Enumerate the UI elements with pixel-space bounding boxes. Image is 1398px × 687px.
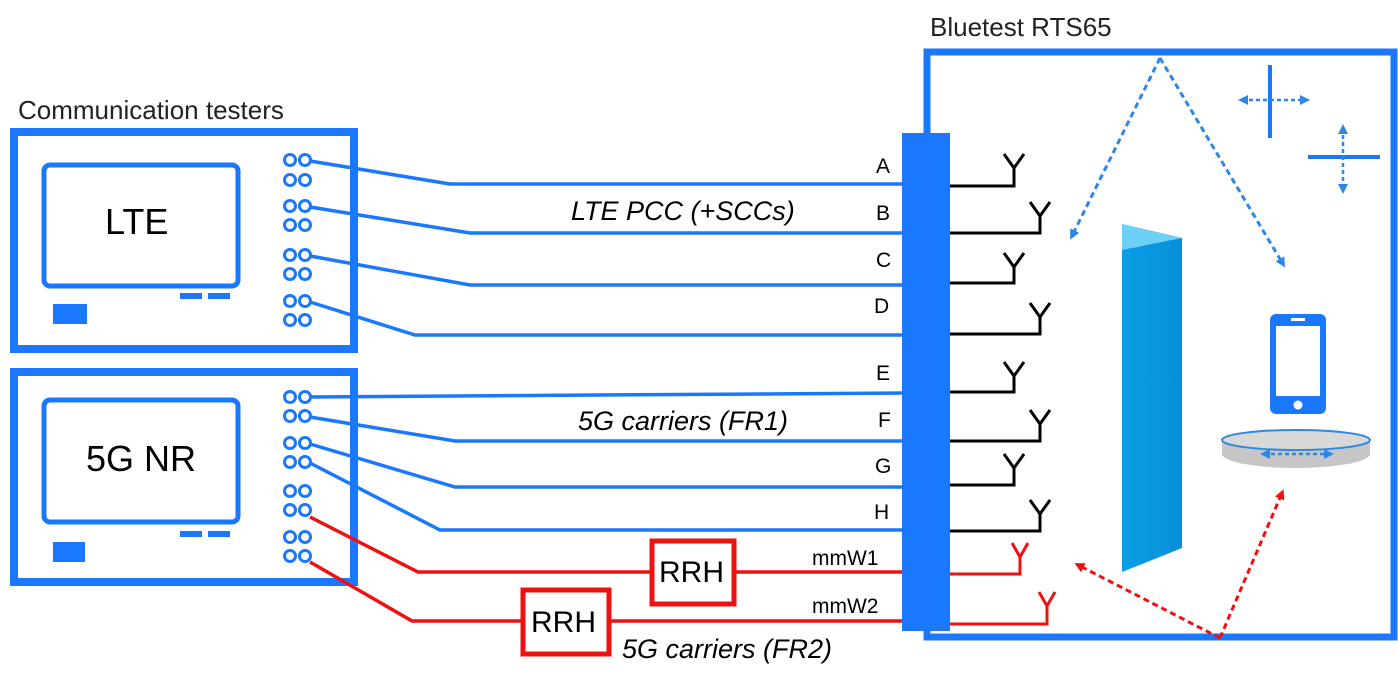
- port-label-g: G: [875, 455, 892, 478]
- rrh-label-2: RRH: [531, 606, 596, 639]
- fr1-cables: [309, 391, 903, 532]
- port-label-h: H: [874, 501, 890, 524]
- reflector-panel: [1122, 224, 1182, 572]
- propagation-arrows-blue: [1070, 57, 1286, 268]
- port-label-b: B: [876, 202, 891, 225]
- lte-cables: [309, 159, 902, 337]
- mmw-antennas: [950, 542, 1057, 626]
- mode-stirrer-indicators: [1238, 65, 1380, 194]
- rrh-box-2: [520, 587, 612, 657]
- fr1-carriers-annotation: 5G carriers (FR1): [578, 406, 789, 436]
- chamber-title: Bluetest RTS65: [930, 12, 1112, 42]
- fr2-cables: [309, 515, 902, 623]
- turntable: [1221, 429, 1371, 468]
- port-label-f: F: [878, 409, 891, 432]
- fr2-carriers-annotation: 5G carriers (FR2): [622, 634, 833, 664]
- lte-tester-label: LTE: [105, 201, 169, 242]
- rrh-label-1: RRH: [659, 556, 724, 589]
- dut-phone: [1270, 314, 1326, 414]
- port-label-a: A: [876, 155, 891, 178]
- lte-tester: [10, 128, 358, 353]
- propagation-arrows-red: [1074, 489, 1285, 640]
- nr-tester: [10, 368, 358, 586]
- lte-carriers-annotation: LTE PCC (+SCCs): [571, 196, 795, 226]
- port-label-mmw1: mmW1: [812, 547, 879, 570]
- nr-tester-label: 5G NR: [86, 438, 197, 479]
- chamber-antennas: [950, 153, 1052, 533]
- port-label-e: E: [876, 362, 891, 385]
- port-label-c: C: [876, 249, 892, 272]
- port-label-d: D: [874, 295, 890, 318]
- connector-ports: [283, 153, 312, 563]
- port-label-mmw2: mmW2: [812, 595, 879, 618]
- rrh-box-1: [649, 538, 737, 607]
- connector-bulkhead: [902, 133, 950, 631]
- communication-testers-title: Communication testers: [18, 95, 284, 125]
